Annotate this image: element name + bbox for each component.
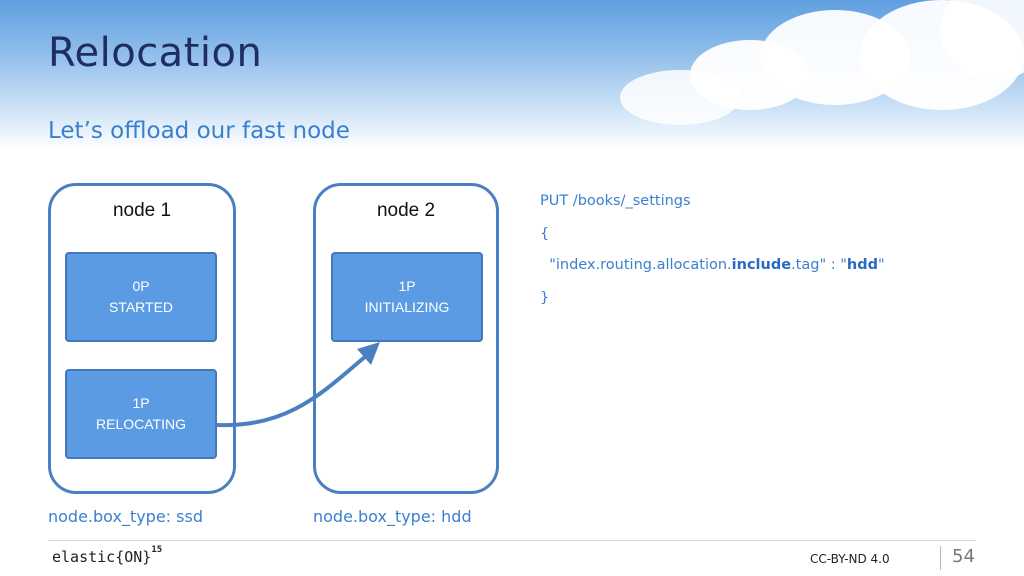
shard-state: STARTED [108,299,174,315]
page-number: 54 [952,546,975,567]
logo-superscript: 15 [151,545,163,555]
shard-1p-relocating: 1P RELOCATING [65,369,217,459]
elastic-on-logo: elastic{ON}15 [52,545,163,566]
shard-id: 1P [132,395,150,411]
node-1-box-type: node.box_type: ssd [48,507,203,526]
shard-id: 1P [398,278,416,294]
slide-subtitle: Let’s offload our fast node [48,118,350,144]
slide-title: Relocation [48,30,263,76]
shard-0p-started: 0P STARTED [65,252,217,342]
code-setting-mid: .tag" : " [791,257,847,273]
code-line-2: { [540,226,550,242]
code-line-4: } [540,290,550,306]
node-1-label: node 1 [112,200,172,221]
code-setting-suffix: " [877,257,885,273]
node-2-box-type: node.box_type: hdd [313,507,472,526]
code-setting-key: include [731,257,792,273]
code-line-3: "index.routing.allocation.include.tag" :… [540,257,885,273]
code-line-1: PUT /books/_settings [540,193,691,209]
shard-state: INITIALIZING [364,299,450,315]
shard-state: RELOCATING [96,416,186,432]
license-label: CC-BY-ND 4.0 [810,552,890,566]
code-setting-prefix: "index.routing.allocation. [540,257,732,273]
code-setting-value: hdd [846,257,878,273]
logo-text: elastic{ON} [52,548,152,566]
footer-separator [940,546,941,570]
shard-1p-initializing: 1P INITIALIZING [331,252,483,342]
node-2-label: node 2 [376,200,436,221]
shard-id: 0P [132,278,150,294]
footer-divider [48,540,976,541]
